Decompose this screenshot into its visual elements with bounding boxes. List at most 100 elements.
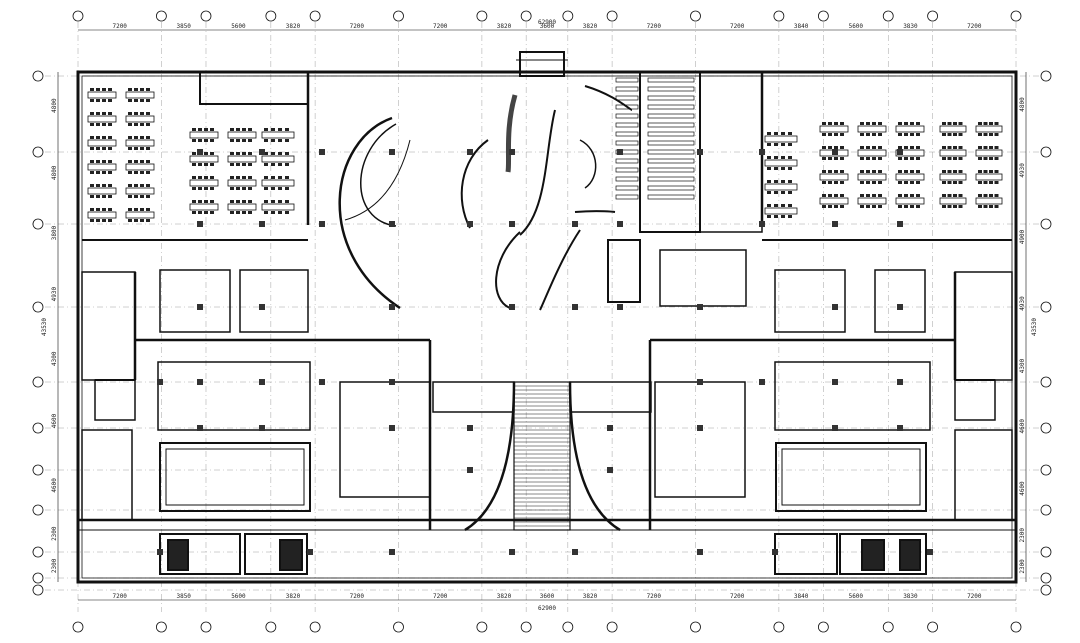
dim-text: 3820 <box>583 593 598 600</box>
chair <box>236 187 240 190</box>
column <box>259 221 265 227</box>
chair <box>90 195 94 198</box>
chair <box>140 184 144 187</box>
dim-text-v: 4930 <box>51 286 58 301</box>
column <box>389 425 395 431</box>
chair <box>271 200 275 203</box>
chair <box>242 200 246 203</box>
chair <box>90 160 94 163</box>
column <box>572 221 578 227</box>
chair <box>828 122 832 125</box>
column <box>389 379 395 385</box>
dim-text: 3830 <box>903 23 918 30</box>
reading-table <box>939 149 967 157</box>
reading-table <box>819 197 849 205</box>
chair <box>192 152 196 155</box>
chair <box>140 147 144 150</box>
chair <box>134 195 138 198</box>
axis-bubble-right <box>1040 70 1052 82</box>
chair <box>828 157 832 160</box>
chair <box>140 112 144 115</box>
chair <box>840 157 844 160</box>
dim-text: 3850 <box>176 23 191 30</box>
chair <box>942 170 946 173</box>
axis-bubble-right <box>1040 546 1052 558</box>
bottom-service <box>159 533 927 575</box>
chair <box>134 88 138 91</box>
axis-bubble-top <box>882 10 894 22</box>
chair <box>767 204 771 207</box>
chair <box>285 200 289 203</box>
axis-bubble-bottom <box>265 621 277 633</box>
chair <box>840 146 844 149</box>
chair <box>128 195 132 198</box>
dim-text: 7200 <box>433 593 448 600</box>
chair <box>958 181 963 184</box>
book-stacks <box>615 77 695 200</box>
axis-bubble-top <box>690 10 701 22</box>
column <box>259 304 265 310</box>
axis-bubble-right <box>1040 146 1052 158</box>
chair <box>910 122 914 125</box>
chair <box>774 132 778 135</box>
chair <box>278 163 282 166</box>
chair <box>96 160 100 163</box>
chair <box>264 211 268 214</box>
chair <box>840 133 844 136</box>
chair <box>90 219 94 222</box>
chair <box>248 139 252 142</box>
chair <box>774 143 778 146</box>
chair <box>767 191 771 194</box>
chair <box>958 122 963 125</box>
chair <box>866 122 870 125</box>
axis-bubble-bottom <box>200 621 212 633</box>
axis-bubble-bottom <box>606 621 618 633</box>
axis-bubble-left <box>32 376 44 388</box>
chair <box>828 181 832 184</box>
chair <box>204 187 208 190</box>
chair <box>767 132 771 135</box>
chair <box>278 139 282 142</box>
dim-text: 5600 <box>231 593 246 600</box>
axis-bubble-left <box>32 464 44 476</box>
chair <box>840 205 844 208</box>
column <box>832 221 838 227</box>
column <box>509 149 515 155</box>
dim-text-v: 4600 <box>51 478 58 493</box>
chair <box>989 181 993 184</box>
dim-text: 7200 <box>967 23 982 30</box>
chair <box>860 194 864 197</box>
reading-table <box>975 125 1003 133</box>
chair <box>983 205 988 208</box>
chair <box>248 163 252 166</box>
chair <box>872 146 876 149</box>
column <box>197 304 203 310</box>
book-shelf <box>647 194 695 200</box>
dim-text-v: 2300 <box>51 558 58 573</box>
chair <box>248 200 252 203</box>
chair <box>781 156 785 159</box>
chair <box>947 181 952 184</box>
chair <box>90 171 94 174</box>
chair <box>834 181 838 184</box>
book-shelf <box>647 149 695 155</box>
chair <box>102 171 106 174</box>
reading-table <box>895 149 925 157</box>
reading-table <box>189 155 219 163</box>
column <box>897 304 903 310</box>
chair <box>994 122 999 125</box>
chair <box>840 122 844 125</box>
column <box>832 379 838 385</box>
chair <box>878 146 882 149</box>
chair <box>96 219 100 222</box>
chair <box>953 146 957 149</box>
chair <box>134 219 138 222</box>
reading-table <box>857 125 887 133</box>
reading-table <box>857 197 887 205</box>
chair <box>146 136 150 139</box>
chair <box>834 194 838 197</box>
book-shelf <box>647 86 695 92</box>
chair <box>90 184 94 187</box>
axis-bubble-bottom <box>562 621 574 633</box>
chair <box>134 99 138 102</box>
